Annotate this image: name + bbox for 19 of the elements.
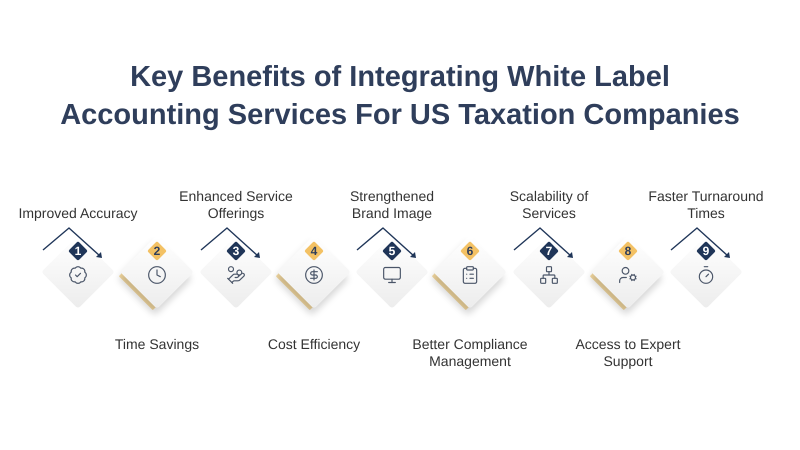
step-number-badge: 4 <box>305 242 323 260</box>
benefit-label: Time Savings <box>114 336 200 353</box>
benefit-label: Enhanced Service Offerings <box>178 188 294 222</box>
step-number-badge: 3 <box>227 242 245 260</box>
benefit-label: Access to Expert Support <box>574 336 682 370</box>
benefit-label: Better Compliance Management <box>411 336 529 370</box>
step-number-badge: 2 <box>148 242 166 260</box>
benefit-label: Scalability of Services <box>508 188 590 222</box>
step-number-badge: 7 <box>540 242 558 260</box>
benefit-label: Faster Turnaround Times <box>647 188 765 222</box>
step-number-badge: 9 <box>697 242 715 260</box>
title: Key Benefits of Integrating White Label Accounting Services For US Taxation Companies <box>60 60 740 133</box>
benefit-label: Cost Efficiency <box>266 336 362 353</box>
step-number-badge: 1 <box>69 242 87 260</box>
benefit-label: Strengthened Brand Image <box>348 188 436 222</box>
benefit-label: Improved Accuracy <box>18 205 138 222</box>
step-number-badge: 6 <box>461 242 479 260</box>
step-number-badge: 5 <box>383 242 401 260</box>
step-number-badge: 8 <box>619 242 637 260</box>
